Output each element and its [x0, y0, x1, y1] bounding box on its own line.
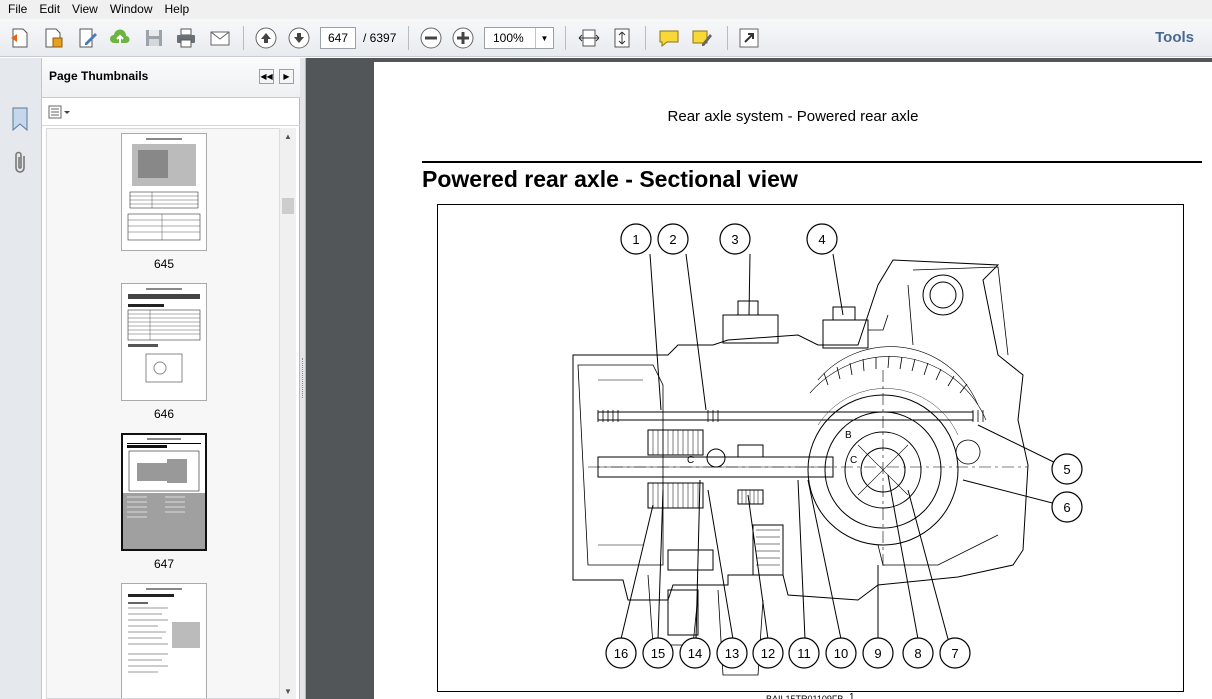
panel-title: Page Thumbnails: [49, 69, 149, 83]
figure-id: BAIL15TR01109FB: [766, 694, 844, 699]
tools-button[interactable]: Tools: [1155, 29, 1194, 46]
print-icon[interactable]: [172, 24, 200, 52]
callout-10: 10: [834, 646, 848, 661]
callout-3: 3: [731, 232, 738, 247]
document-viewer[interactable]: Rear axle system - Powered rear axle Pow…: [306, 58, 1212, 699]
comment-icon[interactable]: [655, 24, 683, 52]
menu-edit[interactable]: Edit: [39, 2, 61, 16]
document-page: Rear axle system - Powered rear axle Pow…: [374, 62, 1212, 699]
scroll-up-icon[interactable]: ▲: [284, 131, 292, 141]
menu-window[interactable]: Window: [109, 2, 153, 16]
menu-file[interactable]: File: [8, 2, 28, 16]
expand-icon[interactable]: [735, 24, 763, 52]
combine-files-icon[interactable]: [40, 24, 68, 52]
thumbnail-page-number: 646: [153, 407, 175, 421]
callout-11: 11: [797, 646, 811, 661]
thumbnail-page: [121, 583, 207, 698]
thumbnail-scrollbar[interactable]: ▲ ▼: [279, 128, 296, 699]
callout-12: 12: [761, 646, 775, 661]
edit-pdf-icon[interactable]: [74, 24, 102, 52]
navigation-strip: [0, 58, 42, 699]
panel-header: Page Thumbnails ◀◀ ▶: [42, 58, 300, 98]
callout-6: 6: [1063, 500, 1070, 515]
fit-width-icon[interactable]: [575, 24, 603, 52]
running-header: Rear axle system - Powered rear axle: [667, 108, 919, 125]
thumbnail-page-selected: [121, 433, 207, 551]
callout-1: 1: [632, 232, 639, 247]
callout-16: 16: [614, 646, 628, 661]
thumbnail-page: [121, 283, 207, 401]
thumbnail-647[interactable]: 647: [121, 433, 207, 571]
zoom-value: 100%: [493, 31, 524, 45]
thumbnail-page: [121, 133, 207, 251]
page-thumbnails-panel: Page Thumbnails ◀◀ ▶ 645: [42, 58, 300, 699]
save-icon[interactable]: [140, 24, 168, 52]
callout-13: 13: [725, 646, 739, 661]
callout-14: 14: [688, 646, 702, 661]
page-number-input[interactable]: 647: [320, 27, 356, 49]
panel-toolbar: [42, 98, 300, 126]
scroll-down-icon[interactable]: ▼: [284, 686, 292, 696]
upload-cloud-icon[interactable]: [106, 24, 134, 52]
thumbnail-page-number: 645: [153, 257, 175, 271]
scroll-thumb[interactable]: [282, 198, 294, 214]
callout-15: 15: [651, 646, 665, 661]
menu-bar: File Edit View Window Help: [0, 0, 1212, 19]
thumbnail-645[interactable]: 645: [121, 133, 207, 271]
drawing-letter-c: C: [687, 455, 694, 466]
thumbnail-list[interactable]: 645 646: [46, 128, 280, 699]
menu-help[interactable]: Help: [164, 2, 190, 16]
header-rule: [422, 161, 1202, 163]
create-pdf-icon[interactable]: [6, 24, 34, 52]
page-total: / 6397: [363, 31, 397, 45]
callout-5: 5: [1063, 462, 1070, 477]
callout-9: 9: [874, 646, 881, 661]
collapse-panel-icon[interactable]: ◀◀: [259, 69, 274, 84]
section-heading: Powered rear axle - Sectional view: [422, 166, 798, 192]
zoom-select[interactable]: 100% ▼: [484, 27, 554, 49]
zoom-in-icon[interactable]: [449, 24, 477, 52]
toolbar: 647 / 6397 100% ▼ Tools: [0, 19, 1212, 57]
next-page-icon[interactable]: [285, 24, 313, 52]
attachment-icon[interactable]: [7, 148, 33, 178]
options-menu-icon[interactable]: [48, 103, 72, 121]
panel-splitter[interactable]: [300, 58, 306, 699]
callout-4: 4: [818, 232, 825, 247]
drawing-letter-c: C: [850, 455, 857, 466]
chevron-down-icon[interactable]: ▼: [535, 28, 553, 48]
drawing-letter-b: B: [845, 430, 852, 441]
fit-page-icon[interactable]: [608, 24, 636, 52]
previous-page-icon[interactable]: [252, 24, 280, 52]
email-icon[interactable]: [206, 24, 234, 52]
callout-8: 8: [914, 646, 921, 661]
sectional-view-figure: B C C 1 2 3 4 5 6 7 8 9 10 11 12 13: [437, 204, 1184, 692]
bookmark-icon[interactable]: [7, 104, 33, 134]
axle-drawing: B C C 1 2 3 4 5 6 7 8 9 10 11 12 13: [572, 223, 1083, 676]
menu-view[interactable]: View: [72, 2, 98, 16]
close-panel-icon[interactable]: ▶: [279, 69, 294, 84]
thumbnail-646[interactable]: 646: [121, 283, 207, 421]
thumbnail-648[interactable]: 648: [121, 583, 207, 698]
callout-2: 2: [669, 232, 676, 247]
figure-number: 1: [849, 692, 855, 699]
thumbnail-page-number: 647: [153, 557, 175, 571]
zoom-out-icon[interactable]: [417, 24, 445, 52]
callout-7: 7: [951, 646, 958, 661]
highlight-text-icon[interactable]: [688, 24, 716, 52]
